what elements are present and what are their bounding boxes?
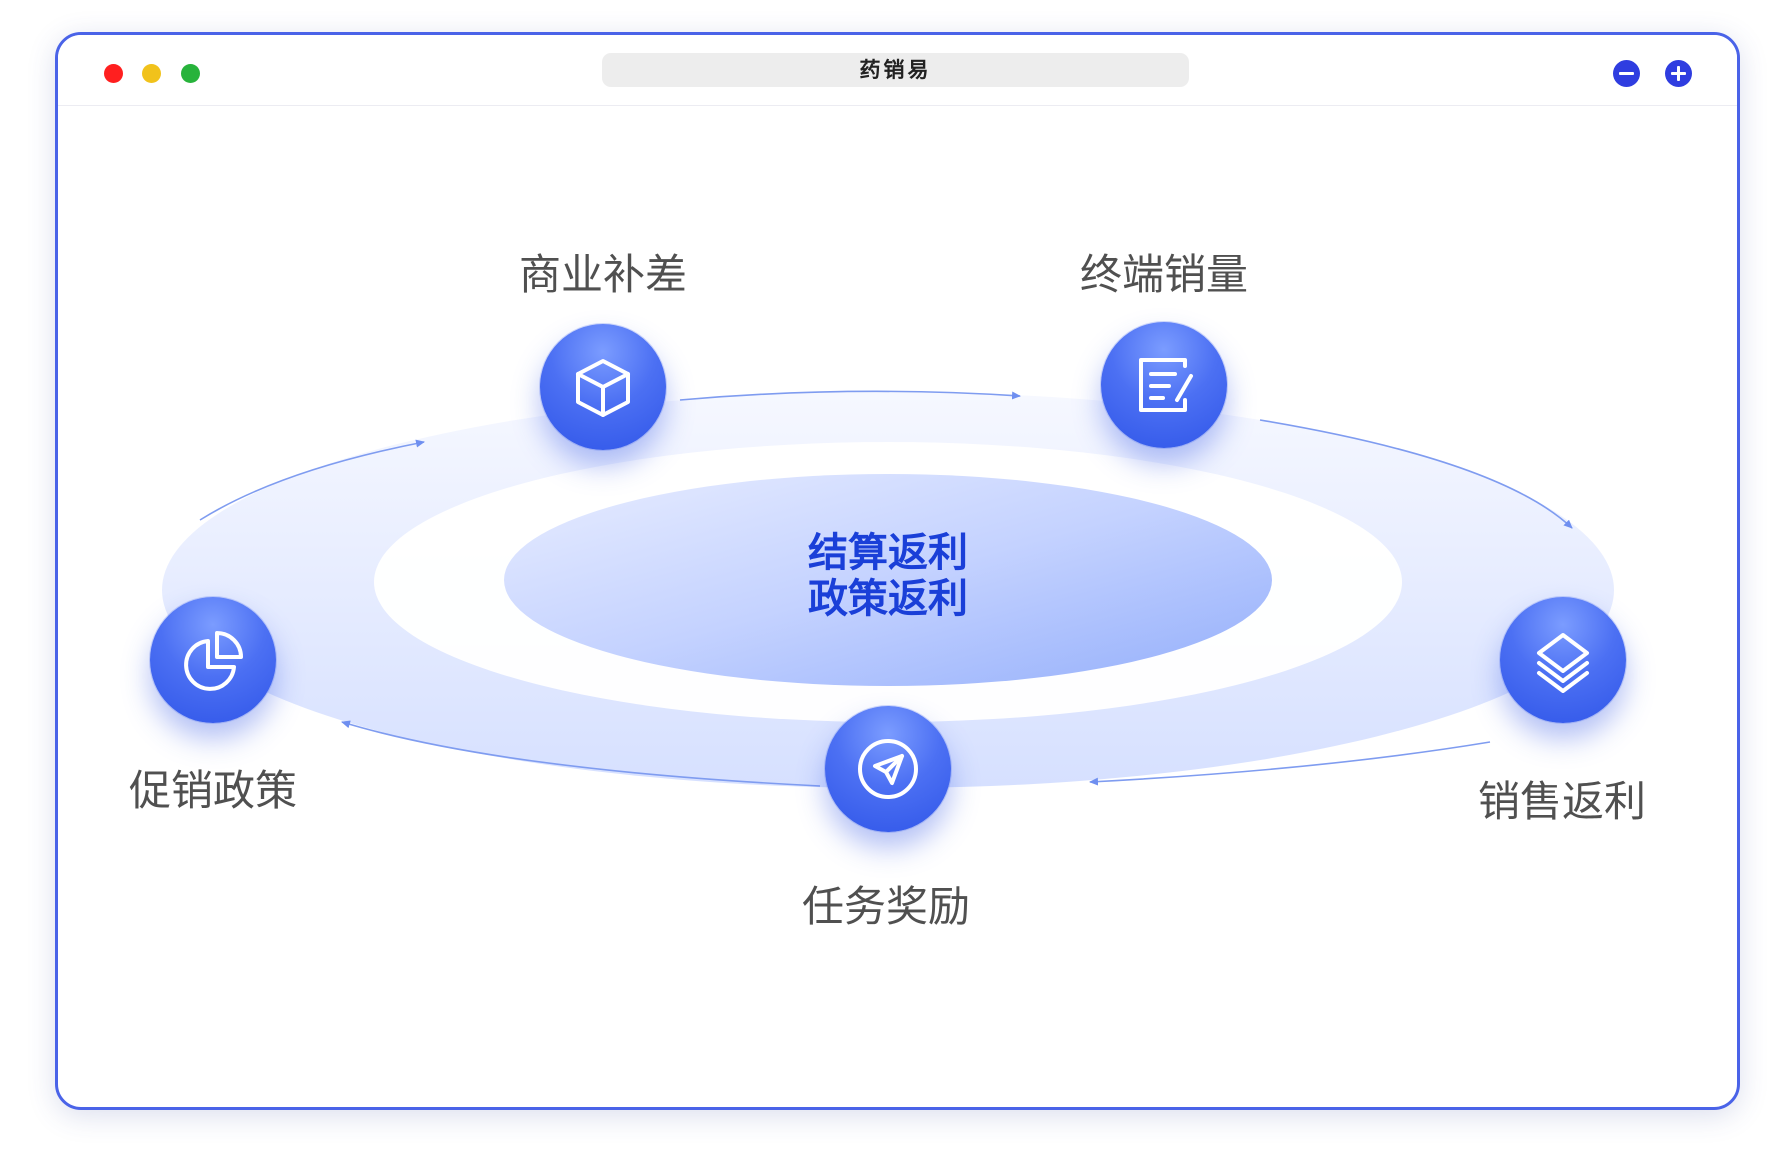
pie-chart-icon <box>184 631 243 691</box>
node-commercial[interactable] <box>540 324 666 450</box>
flow-arrow-sales-to-task <box>1089 741 1491 786</box>
plus-icon <box>1671 66 1686 81</box>
node-label-promotion: 促销政策 <box>128 766 297 815</box>
minimize-window-button[interactable] <box>142 64 161 83</box>
node-terminal[interactable] <box>1101 322 1227 448</box>
title-bar: 药销易 <box>58 35 1737 106</box>
paper-plane-icon <box>858 739 918 799</box>
close-window-button[interactable] <box>104 64 123 83</box>
node-label-commercial: 商业补差 <box>518 250 687 299</box>
flow-arrow-task-to-promotion <box>341 720 821 787</box>
zoom-window-button[interactable] <box>181 64 200 83</box>
flow-arrow-terminal-to-sales <box>1259 419 1573 529</box>
node-sales[interactable] <box>1500 597 1626 723</box>
node-label-sales: 销售返利 <box>1477 777 1646 826</box>
flow-arrow-promotion-to-commercial <box>199 439 425 521</box>
node-task[interactable] <box>825 706 951 832</box>
node-label-task: 任务奖励 <box>801 882 970 931</box>
node-label-terminal: 终端销量 <box>1079 250 1248 299</box>
center-label: 结算返利 政策返利 <box>788 530 988 622</box>
zoom-in-button[interactable] <box>1665 60 1692 87</box>
layers-icon <box>1537 633 1589 693</box>
zoom-out-button[interactable] <box>1613 60 1640 87</box>
center-core <box>504 474 1272 686</box>
window-title: 药销易 <box>602 53 1189 87</box>
cube-icon <box>576 359 630 417</box>
center-label-line1: 结算返利 <box>808 530 968 576</box>
flow-arrow-commercial-to-terminal <box>679 390 1021 401</box>
minus-icon <box>1619 72 1634 75</box>
center-label-line2: 政策返利 <box>808 576 968 622</box>
node-promotion[interactable] <box>150 597 276 723</box>
document-edit-icon <box>1139 358 1193 412</box>
